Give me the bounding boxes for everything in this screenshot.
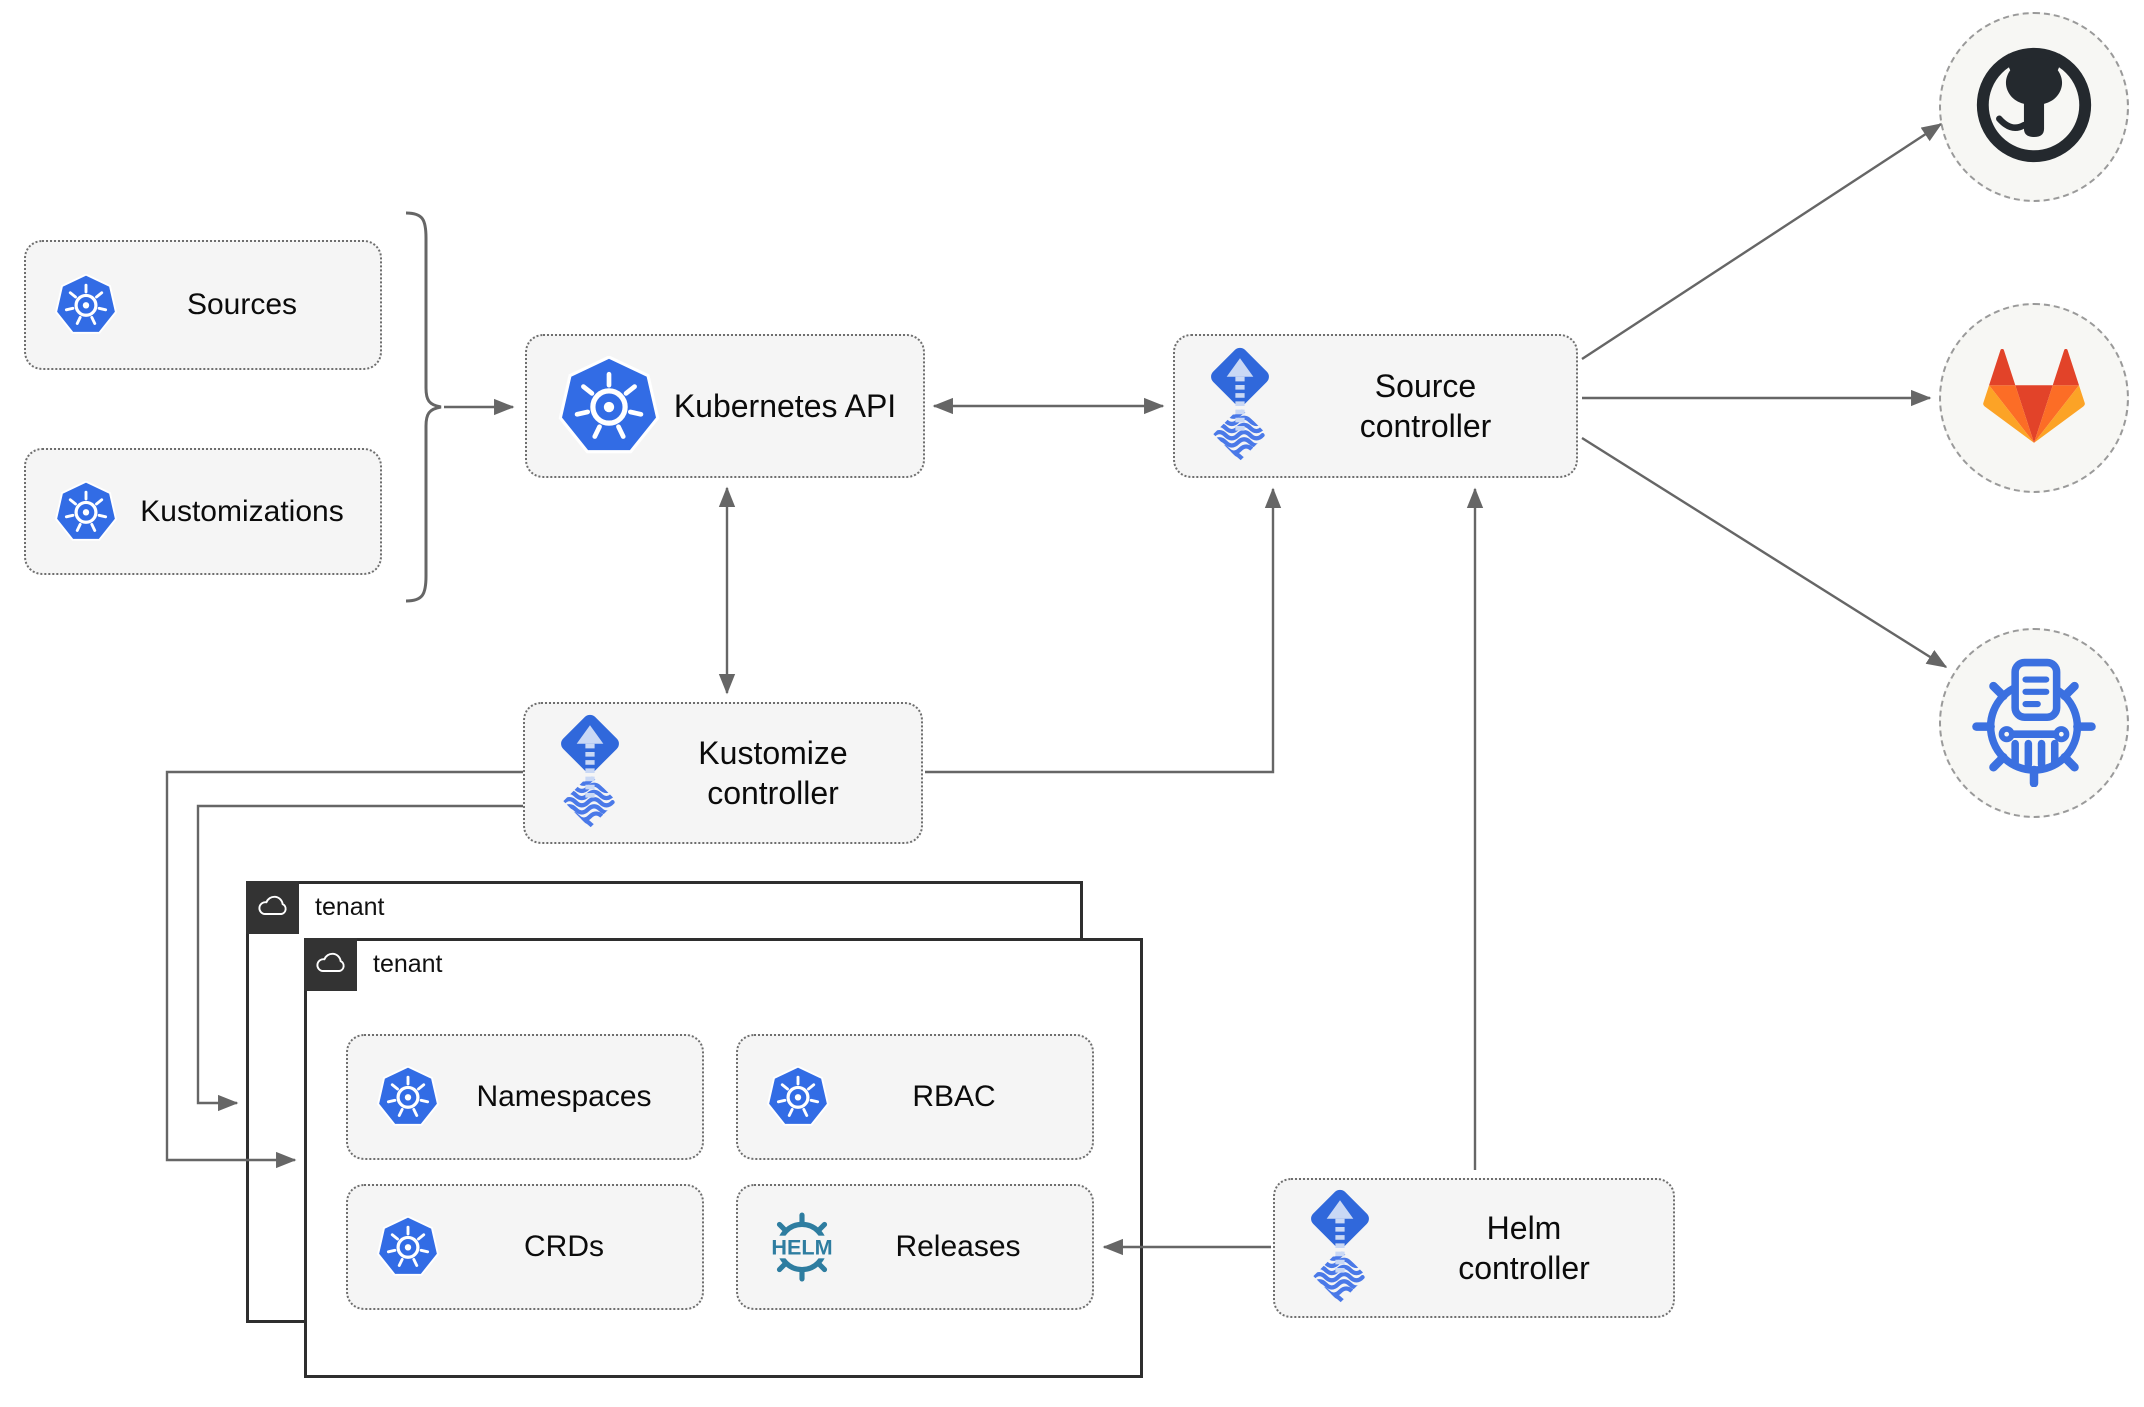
crds-label: CRDs xyxy=(524,1230,604,1264)
tenant-outer-header xyxy=(246,881,299,934)
kubernetes-api-node: Kubernetes API xyxy=(525,334,925,478)
kubernetes-icon xyxy=(54,480,118,543)
tenant-inner-header xyxy=(304,938,357,991)
kubernetes-api-label: Kubernetes API xyxy=(673,388,897,424)
connector-source-to-helm-repository xyxy=(1581,436,1948,669)
kubernetes-icon xyxy=(766,1066,830,1128)
helm-controller-node: Helm controller xyxy=(1273,1178,1675,1318)
kubernetes-icon xyxy=(54,274,118,336)
kustomize-controller-node: Kustomize controller xyxy=(523,702,923,844)
flux-icon xyxy=(1205,346,1275,467)
crds-node: CRDs xyxy=(346,1184,704,1310)
chartmuseum-icon xyxy=(1968,655,2100,792)
kustomizations-node: Kustomizations xyxy=(24,448,382,575)
flux-icon xyxy=(1305,1188,1375,1309)
gitlab-endpoint xyxy=(1939,303,2129,493)
source-controller-label: Source controller xyxy=(1359,368,1492,444)
github-endpoint xyxy=(1939,12,2129,202)
flux-icon xyxy=(555,713,625,834)
helm-icon: HELM xyxy=(766,1211,838,1283)
releases-label: Releases xyxy=(895,1230,1021,1264)
github-icon xyxy=(1970,41,2098,174)
connector-source-to-github xyxy=(1581,122,1943,361)
tenant-inner-label: tenant xyxy=(373,950,443,978)
kustomize-controller-label: Kustomize controller xyxy=(698,735,848,811)
kustomizations-label: Kustomizations xyxy=(140,494,344,528)
cloud-icon xyxy=(314,950,348,980)
rbac-label: RBAC xyxy=(912,1080,996,1114)
namespaces-node: Namespaces xyxy=(346,1034,704,1160)
sources-label: Sources xyxy=(186,288,298,322)
helm-repository-endpoint xyxy=(1939,628,2129,818)
kubernetes-icon xyxy=(376,1216,440,1278)
source-controller-node: Source controller xyxy=(1173,334,1578,478)
gitlab-icon xyxy=(1983,348,2085,448)
namespaces-label: Namespaces xyxy=(476,1080,652,1114)
connector-kustomize-to-source-controller xyxy=(925,487,1282,774)
helm-controller-label: Helm controller xyxy=(1458,1210,1590,1286)
helm-logo-text: HELM xyxy=(771,1235,832,1260)
kubernetes-icon xyxy=(557,355,661,457)
releases-node: HELM Releases xyxy=(736,1184,1094,1310)
kubernetes-icon xyxy=(376,1066,440,1128)
brace-sources-kustomizations xyxy=(405,211,442,603)
cloud-icon xyxy=(256,893,290,923)
rbac-node: RBAC xyxy=(736,1034,1094,1160)
sources-node: Sources xyxy=(24,240,382,370)
tenant-outer-label: tenant xyxy=(315,893,385,921)
